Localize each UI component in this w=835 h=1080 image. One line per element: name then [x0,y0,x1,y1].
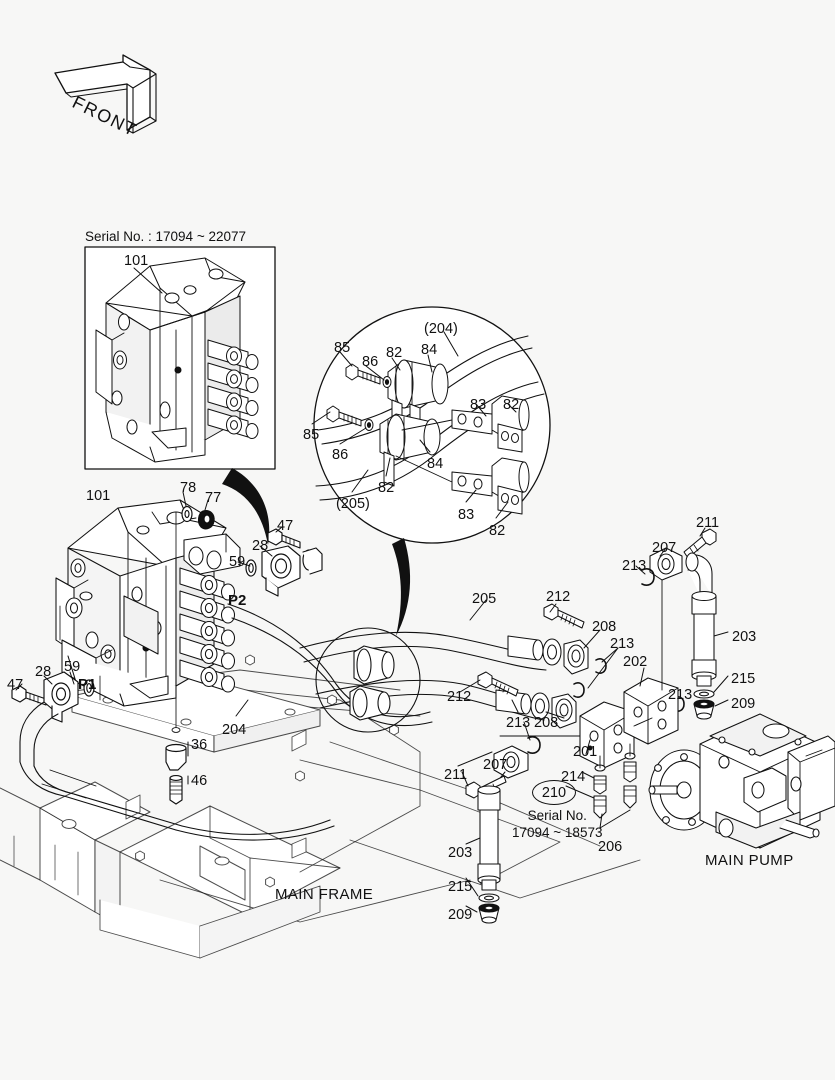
part-label-46: 46 [191,773,208,789]
part-label-201: 201 [573,744,598,760]
part-label-202: 202 [623,654,648,670]
part-label-208: 208 [592,619,617,635]
part-label-101: 101 [86,488,111,504]
inset-control-valve [95,257,259,463]
section-label-main-pump: MAIN PUMP [705,852,794,869]
p1-port-group [11,671,335,841]
parts-78-77 [181,505,215,530]
p2-port-group [245,528,323,597]
part-label-59: 59 [64,659,81,675]
circled-serial-caption: Serial No.17094 ~ 18573 [512,808,603,840]
inset-pointer [222,468,270,545]
detail-pointer [392,538,411,636]
part-label-214: 214 [561,769,586,785]
front-arrow-icon [54,54,157,134]
detail-part-label-204: (204) [424,321,458,337]
part-label-212: 212 [546,589,571,605]
part-label-203: 203 [732,629,757,645]
tube-assembly-lower [465,736,541,924]
detail-part-label-82: 82 [386,345,403,361]
detail-part-label-83: 83 [470,397,487,413]
part-label-204: 204 [222,722,247,738]
port-label-p1: P1 [78,676,97,693]
detail-part-label-83: 83 [458,507,475,523]
detail-part-label-84: 84 [427,456,444,472]
detail-part-label-86: 86 [362,354,379,370]
section-label-main-frame: MAIN FRAME [275,886,374,903]
inset-part-label-101: 101 [124,253,149,269]
part-label-207: 207 [483,757,508,773]
detail-part-label-85: 85 [303,427,320,443]
part-label-213: 213 [506,715,531,731]
detail-part-label-205: (205) [336,496,370,512]
part-label-209: 209 [731,696,756,712]
part-label-213: 213 [668,687,693,703]
part-label-211: 211 [444,767,468,783]
part-label-28: 28 [35,664,52,680]
part-label-209: 209 [448,907,473,923]
inset-serial-caption: Serial No. : 17094 ~ 22077 [85,229,246,244]
detail-part-label-82: 82 [503,397,520,413]
detail-part-label-86: 86 [332,447,349,463]
detail-part-label-85: 85 [334,340,351,356]
part-label-206: 206 [598,839,623,855]
main-pump [648,713,835,849]
part-label-212: 212 [447,689,472,705]
valve-blocks [499,571,679,769]
detail-part-label-82: 82 [378,480,395,496]
part-label-78: 78 [180,480,197,496]
part-label-77: 77 [205,490,222,506]
detail-part-label-82: 82 [489,523,506,539]
part-label-213: 213 [622,558,647,574]
part-label-203: 203 [448,845,473,861]
part-label-59: 59 [229,554,246,570]
part-label-207: 207 [652,540,677,556]
control-valve-main [55,499,241,707]
detail-part-label-84: 84 [421,342,438,358]
part-label-47: 47 [7,677,24,693]
circled-label-210: 210 [532,780,576,805]
part-label-215: 215 [448,879,473,895]
port-label-p2: P2 [228,592,247,609]
hose-204-205 [227,603,549,733]
part-label-213: 213 [610,636,635,652]
tube-assembly-upper-right [641,528,717,720]
part-label-211: 211 [696,515,720,531]
part-label-205: 205 [472,591,497,607]
part-label-47: 47 [277,518,294,534]
part-label-36: 36 [191,737,208,753]
front-arrow-label: FRONT [69,92,141,141]
part-label-208: 208 [534,715,559,731]
part-label-215: 215 [731,671,756,687]
main-frame [0,654,641,959]
fittings-214-206 [593,743,637,819]
fitting-group-upper [477,603,685,729]
detail-clamp-assembly [315,335,545,515]
mount-36-46 [165,743,187,805]
part-label-28: 28 [252,538,269,554]
